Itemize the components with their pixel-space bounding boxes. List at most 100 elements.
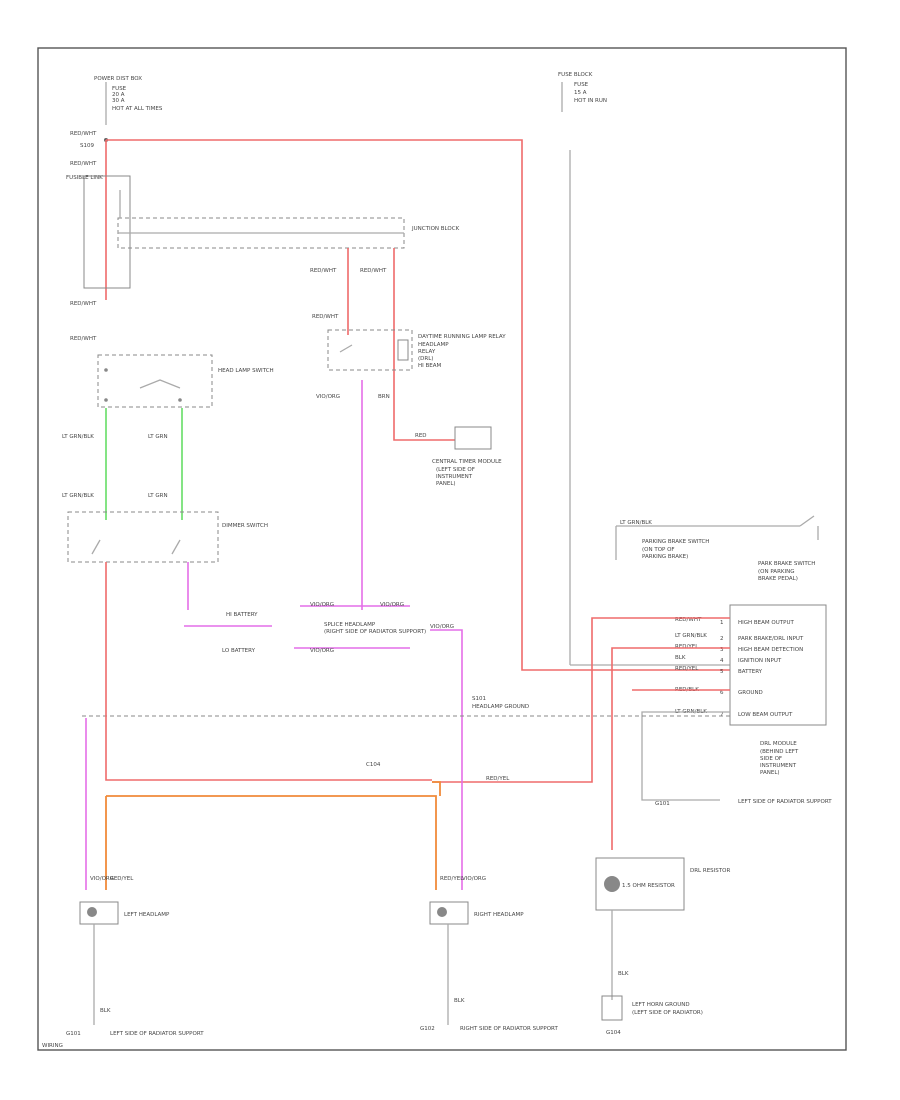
drl-wire-1: RED/WHT: [675, 617, 702, 623]
drl-ground-wire: [641, 711, 730, 801]
dimmer-switch-outline: [67, 511, 219, 563]
drl-module-box: [729, 604, 827, 726]
left-headlamp-wire-1: VIO/ORG: [90, 876, 114, 882]
right-headlamp-label: RIGHT HEADLAMP: [474, 912, 524, 918]
fusible-link-label: FUSIBLE LINK: [66, 175, 103, 181]
drl-resistor-label: DRL RESISTOR: [690, 868, 730, 874]
mid-wire-4: VIO/ORG: [430, 624, 454, 630]
left-headlamp-body: [79, 901, 119, 925]
fuse-block-left-line1: FUSE: [112, 86, 127, 92]
drl-module-line-2: SIDE OF: [760, 756, 782, 762]
headlamp-switch-contact: [139, 379, 181, 389]
park-switch-line-2: BRAKE PEDAL): [758, 576, 798, 582]
dimmer-switch-label: DIMMER SWITCH: [222, 523, 268, 529]
relay-wire-1: RED/WHT: [310, 268, 337, 274]
drl-term-2: PARK BRAKE/DRL INPUT: [738, 636, 804, 642]
relay-line-4: HI BEAM: [418, 363, 442, 369]
violet-wire-right-down: [430, 629, 463, 890]
hi-beam-splice: SPLICE HEADLAMP: [324, 622, 376, 628]
red-wire-drl-high: [432, 617, 730, 783]
drl-module-line-3: INSTRUMENT: [760, 763, 797, 769]
central-timer-wire: RED: [415, 433, 427, 439]
mid-wire-3: VIO/ORG: [310, 648, 334, 654]
left-headlamp-bulb: [87, 907, 97, 917]
relay-coil: [397, 339, 409, 361]
relay-red-wire-2: [393, 248, 455, 441]
right-headlamp-bulb: [437, 907, 447, 917]
fusible-link-box: [83, 175, 131, 289]
park-switch-line-1: (ON PARKING: [758, 569, 795, 575]
central-timer-line-1: (LEFT SIDE OF: [436, 467, 475, 473]
central-timer-box: [454, 426, 492, 450]
diagram-frame: [37, 47, 847, 1051]
wire-label-left-3: RED/WHT: [70, 301, 97, 307]
horn-ground-note: (LEFT SIDE OF RADIATOR): [632, 1010, 703, 1016]
left-headlamp-label: LEFT HEADLAMP: [124, 912, 170, 918]
drl-term-5: BATTERY: [738, 669, 763, 675]
relay-wire-3: RED/WHT: [312, 314, 339, 320]
left-ground-note: LEFT SIDE OF RADIATOR SUPPORT: [110, 1031, 204, 1037]
ground-bottom-label: G104: [606, 1030, 621, 1036]
fuse-block-right-line2: 15 A: [574, 90, 587, 96]
relay-wire-2: RED/WHT: [360, 268, 387, 274]
dimmer-contact-left: [91, 539, 101, 555]
splice-top-left: S109: [80, 143, 94, 149]
right-headlamp-body: [429, 901, 469, 925]
splice-c-label: C104: [366, 762, 381, 768]
junction-block-label: JUNCTION BLOCK: [411, 226, 460, 232]
resistor-symbol: [604, 876, 620, 892]
ground-splice-label: S101: [472, 696, 486, 702]
drl-pin-7: 7: [720, 712, 724, 718]
drl-term-4: IGNITION INPUT: [738, 658, 782, 664]
drl-module-label: DRL MODULE: [760, 741, 797, 747]
drl-term-6: GROUND: [738, 690, 763, 696]
bottom-blk: BLK: [618, 971, 629, 977]
relay-contact: [339, 344, 353, 353]
fuse-block-left-line4: HOT AT ALL TIMES: [112, 106, 163, 112]
left-ground: G101: [66, 1031, 81, 1037]
drl-wire-4: BLK: [675, 655, 686, 661]
ground-note: HEADLAMP GROUND: [472, 704, 529, 710]
mid-wire-1: VIO/ORG: [310, 602, 334, 608]
relay-line-2: RELAY: [418, 349, 436, 355]
relay-wire-4: VIO/ORG: [316, 394, 340, 400]
drl-pin-4: 4: [720, 658, 724, 664]
relay-outline: [327, 329, 413, 371]
fuse-block-right-line1: FUSE: [574, 82, 589, 88]
drl-wire-5: RED/YEL: [675, 666, 699, 672]
wire-label-top-left: RED/WHT: [70, 131, 97, 137]
fuse-block-right-line3: HOT IN RUN: [574, 98, 607, 104]
wire-label-left-4: RED/WHT: [70, 336, 97, 342]
drl-term-1: HIGH BEAM OUTPUT: [738, 620, 794, 626]
drl-pin-2: 2: [720, 636, 724, 642]
park-brake-connector-line-1: (ON TOP OF: [642, 547, 675, 553]
mid-wire-2: VIO/ORG: [380, 602, 404, 608]
wire-label-green-1: LT GRN/BLK: [62, 434, 94, 440]
hi-beam-splice-note: (RIGHT SIDE OF RADIATOR SUPPORT): [324, 629, 426, 635]
headlamp-pin-1: [104, 368, 108, 372]
wire-label-green-4: LT GRN: [148, 493, 168, 499]
park-brake-wire-label: LT GRN/BLK: [620, 520, 652, 526]
drl-pin-6: 6: [720, 690, 724, 696]
drl-pin-1: 1: [720, 620, 724, 626]
right-ground: G102: [420, 1026, 435, 1032]
corner-label: WIRING: [42, 1043, 63, 1049]
drl-ground-note: LEFT SIDE OF RADIATOR SUPPORT: [738, 799, 832, 805]
drl-ground-label: G101: [655, 801, 670, 807]
park-brake-connector-line-2: PARKING BRAKE): [642, 554, 688, 560]
left-blk: BLK: [100, 1008, 111, 1014]
wire-label-green-3: LT GRN/BLK: [62, 493, 94, 499]
headlamp-switch-label: HEAD LAMP SWITCH: [218, 368, 274, 374]
drl-wire-2: LT GRN/BLK: [675, 633, 707, 639]
left-headlamp-wire-2: RED/YEL: [110, 876, 134, 882]
headlamp-pin-3: [178, 398, 182, 402]
central-timer-label: CENTRAL TIMER MODULE: [432, 459, 502, 465]
relay-line-3: (DRL): [418, 356, 433, 362]
drl-module-line-1: (BEHIND LEFT: [760, 749, 799, 755]
drl-pin-5: 5: [720, 669, 724, 675]
relay-name: DAYTIME RUNNING LAMP RELAY: [418, 334, 506, 340]
fuse-block-left-title: POWER DIST BOX: [94, 76, 142, 82]
right-ground-note: RIGHT SIDE OF RADIATOR SUPPORT: [460, 1026, 558, 1032]
drl-resistor-box: [595, 857, 685, 911]
